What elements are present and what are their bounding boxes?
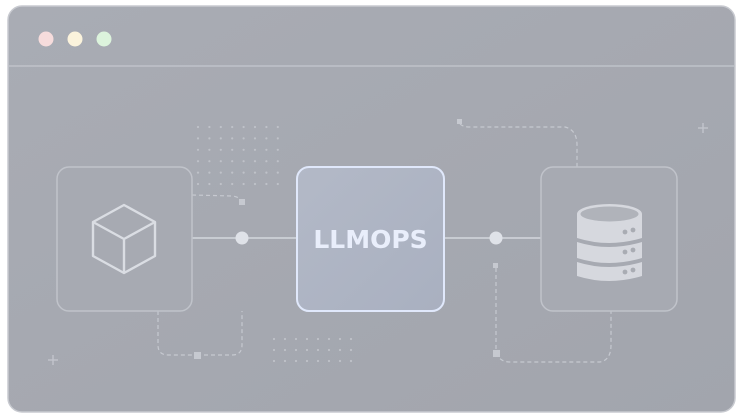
grid-dot — [276, 160, 279, 163]
dot-grid — [196, 125, 279, 186]
grid-dot — [208, 160, 211, 163]
grid-dot — [338, 337, 342, 341]
grid-dot — [294, 359, 298, 363]
grid-dot — [242, 137, 245, 140]
grid-dot — [276, 137, 279, 140]
grid-dot — [338, 359, 342, 363]
grid-dot — [208, 171, 211, 174]
minimize-button[interactable] — [67, 31, 83, 47]
plus-icon — [698, 123, 708, 133]
grid-dot — [196, 137, 200, 140]
grid-dot — [265, 148, 268, 151]
maximize-button[interactable] — [96, 31, 112, 47]
grid-dot — [219, 137, 222, 140]
grid-dot — [327, 359, 331, 363]
grid-dot — [196, 171, 200, 174]
grid-dot — [316, 359, 320, 363]
grid-dot — [327, 337, 331, 341]
grid-dot — [231, 182, 234, 186]
grid-dot — [253, 182, 257, 186]
grid-dot — [242, 125, 245, 129]
grid-dot — [294, 337, 298, 341]
grid-dot — [265, 171, 268, 174]
grid-dot — [265, 182, 268, 186]
close-button[interactable] — [38, 31, 54, 47]
grid-dot — [294, 348, 298, 352]
grid-dot — [253, 137, 257, 140]
grid-dot — [242, 182, 245, 186]
grid-dot — [219, 182, 222, 186]
grid-dot — [219, 160, 222, 163]
center-label: LLMOPS — [313, 225, 427, 254]
left-node[interactable] — [56, 166, 193, 312]
grid-dot — [265, 125, 268, 129]
grid-dot — [316, 337, 320, 341]
grid-dot — [276, 125, 279, 129]
grid-dot — [265, 137, 268, 140]
grid-dot — [196, 148, 200, 151]
grid-dot — [196, 182, 200, 186]
grid-dot — [219, 125, 222, 129]
grid-dot — [242, 148, 245, 151]
grid-dot — [253, 171, 257, 174]
grid-dot — [196, 160, 200, 163]
grid-dot — [208, 148, 211, 151]
grid-dot — [305, 348, 309, 352]
grid-dot — [208, 137, 211, 140]
grid-dot — [208, 182, 211, 186]
grid-dot — [283, 348, 287, 352]
grid-dot — [327, 348, 331, 352]
plus-icon — [48, 355, 58, 365]
grid-dot — [219, 148, 222, 151]
dashed-connectors — [157, 123, 612, 363]
connector-node — [235, 231, 249, 245]
grid-dot — [276, 171, 279, 174]
grid-dot — [231, 160, 234, 163]
database-icon — [577, 204, 642, 281]
grid-dot — [231, 148, 234, 151]
grid-dot — [272, 337, 276, 341]
cube-icon — [91, 203, 157, 275]
grid-dot — [231, 171, 234, 174]
grid-dot — [253, 148, 257, 151]
grid-dot — [349, 348, 353, 352]
grid-dot — [349, 337, 353, 341]
grid-dot — [276, 182, 279, 186]
grid-dot — [253, 160, 257, 163]
grid-dot — [305, 359, 309, 363]
connector-squares — [194, 119, 500, 359]
dot-grid — [272, 337, 353, 363]
grid-dot — [338, 348, 342, 352]
grid-dot — [219, 171, 222, 174]
grid-dot — [272, 359, 276, 363]
grid-dot — [242, 160, 245, 163]
grid-dot — [253, 125, 257, 129]
center-node[interactable]: LLMOPS — [296, 166, 445, 312]
grid-dot — [272, 348, 276, 352]
grid-dot — [231, 137, 234, 140]
grid-dot — [316, 348, 320, 352]
grid-dot — [242, 171, 245, 174]
grid-dot — [349, 359, 353, 363]
grid-dot — [283, 359, 287, 363]
grid-dot — [208, 125, 211, 129]
grid-dot — [276, 148, 279, 151]
grid-dot — [283, 337, 287, 341]
connector-node — [489, 231, 503, 245]
grid-dot — [196, 125, 200, 129]
grid-dot — [265, 160, 268, 163]
grid-dot — [231, 125, 234, 129]
right-node[interactable] — [540, 166, 678, 312]
grid-dot — [305, 337, 309, 341]
